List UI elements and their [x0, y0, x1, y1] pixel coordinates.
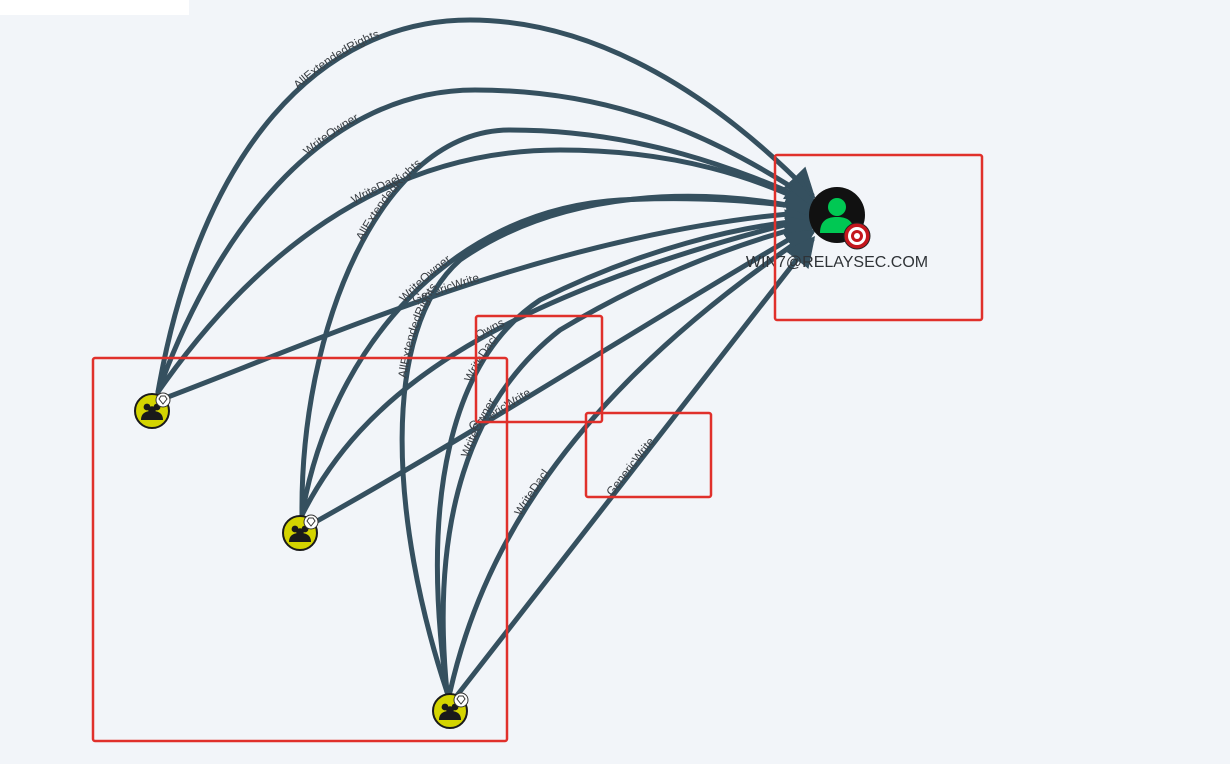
group-icon	[439, 703, 461, 720]
edge-label: GenericWrite	[603, 434, 657, 498]
highlight-box	[474, 314, 604, 424]
highlight-box	[584, 411, 713, 499]
edge-g2-3[interactable]: GenericWrite	[307, 223, 817, 528]
highlight-boxes	[91, 153, 984, 743]
diamond-icon	[155, 392, 171, 408]
group-node[interactable]	[282, 514, 319, 551]
edge-label: WriteDacl	[511, 467, 551, 518]
edge-g3-5[interactable]: GenericWrite	[452, 236, 816, 701]
edge-label: AllExtendedRights	[291, 27, 382, 92]
highlight-box	[773, 153, 984, 322]
edge-g3-2[interactable]: WriteDacl	[434, 206, 817, 695]
node-label: WIN7@RELAYSEC.COM	[746, 254, 928, 271]
target-user-node[interactable]: WIN7@RELAYSEC.COM	[746, 187, 928, 271]
edge-label: WriteOwner	[301, 110, 361, 158]
highlight-box	[91, 356, 509, 743]
group-node[interactable]	[134, 392, 171, 429]
group-node[interactable]	[432, 692, 469, 729]
diamond-icon	[303, 514, 319, 530]
top-bar	[0, 0, 189, 15]
group-icon	[141, 403, 163, 420]
edge-g3-3[interactable]: WriteOwner	[440, 215, 817, 695]
diamond-icon	[453, 692, 469, 708]
edge-g2-2[interactable]: Owns	[299, 209, 817, 518]
target-icon	[843, 222, 871, 250]
